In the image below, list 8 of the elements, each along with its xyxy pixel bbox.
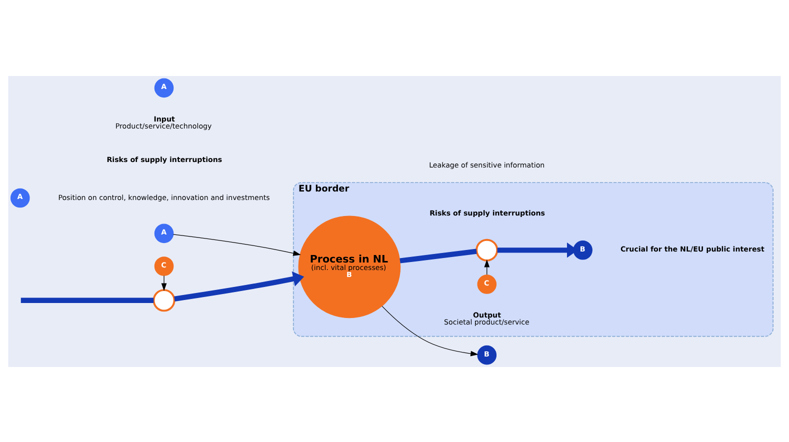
node-circle (476, 238, 498, 261)
connector (20, 297, 154, 302)
arrow (174, 270, 304, 301)
arrow (161, 274, 167, 290)
arrow (173, 234, 301, 256)
node-circle (152, 288, 176, 312)
arrow (382, 305, 478, 356)
connector (400, 248, 477, 263)
